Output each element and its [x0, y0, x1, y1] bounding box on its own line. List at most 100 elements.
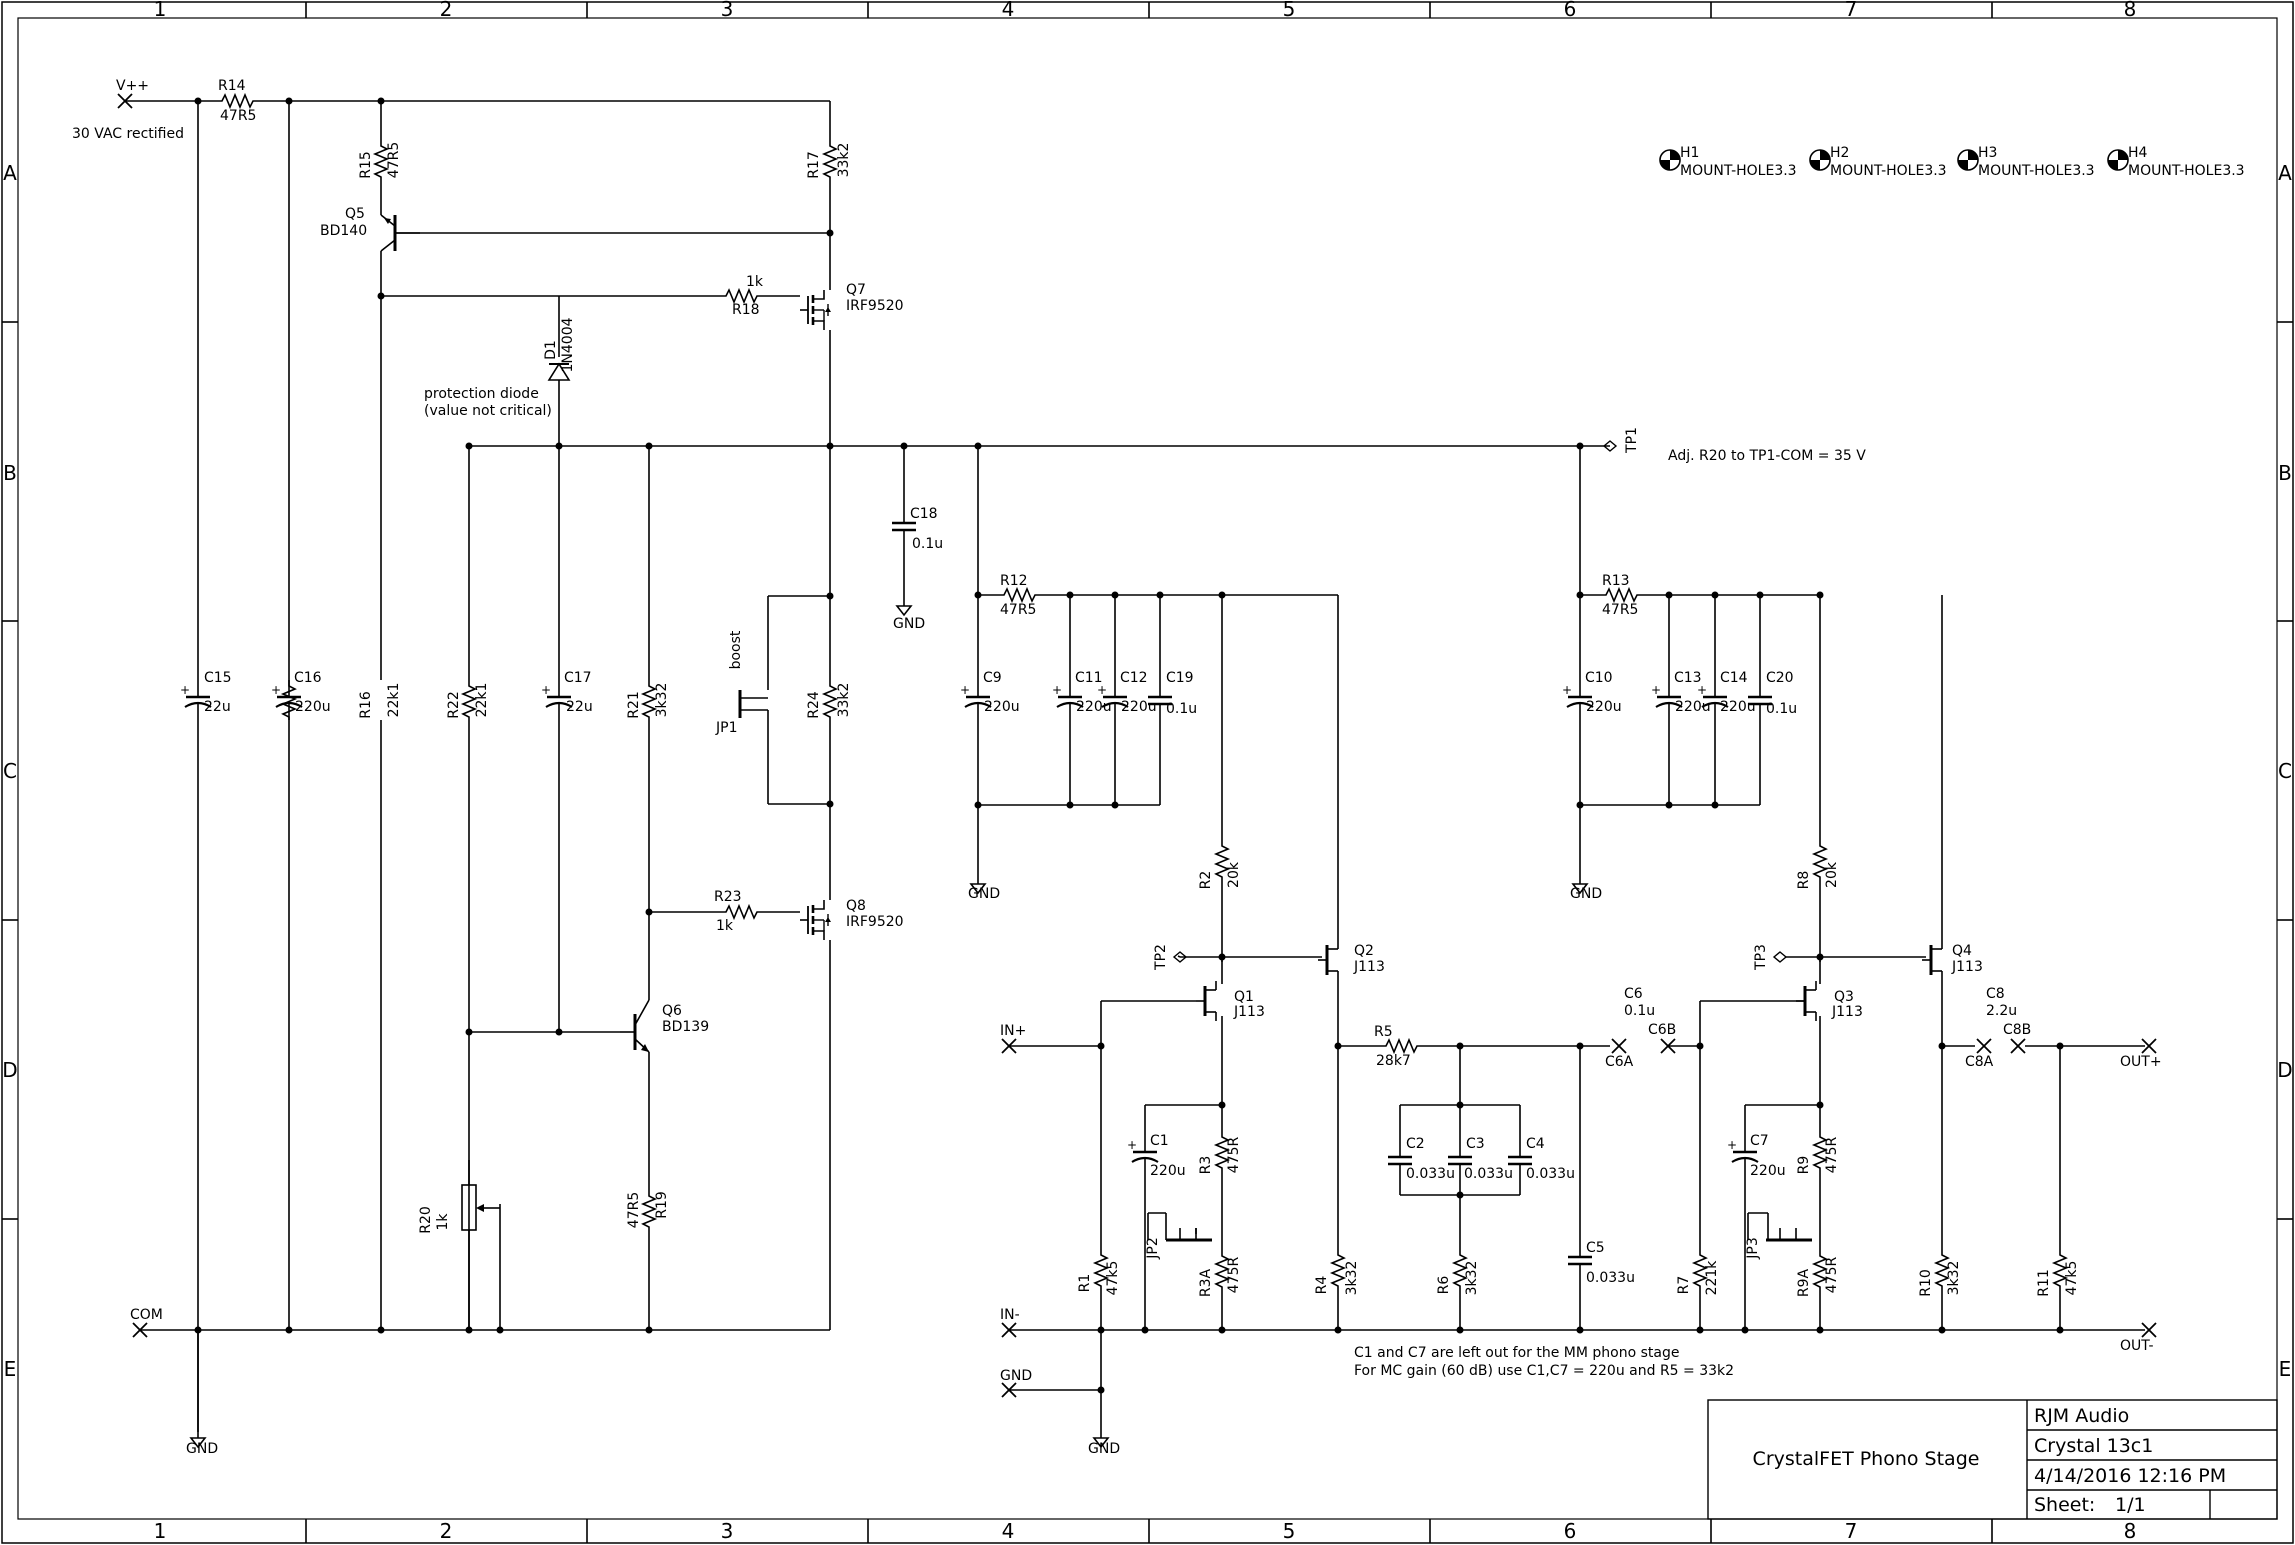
component-label: 1k: [716, 918, 734, 934]
component-label: R1: [1077, 1274, 1093, 1293]
component-label: R16: [358, 691, 374, 719]
port-label: C6B: [1648, 1022, 1676, 1038]
port-label: IN-: [1000, 1307, 1020, 1323]
potentiometer-r20: [461, 1184, 489, 1330]
component-label: J113: [1353, 959, 1385, 975]
mount-hole-name: H4: [2128, 145, 2148, 161]
component-label: 20k: [1226, 861, 1242, 888]
component-label: 0.1u: [1624, 1003, 1655, 1019]
component-label: C20: [1766, 670, 1794, 686]
component-label: R23: [714, 889, 742, 905]
row-label: E: [4, 1357, 17, 1381]
component-label: 22k1: [474, 683, 490, 718]
component-label: 47k5: [2064, 1261, 2080, 1296]
transistors: [380, 214, 1944, 1053]
port-label: GND: [1088, 1441, 1120, 1457]
col-label: 8: [2124, 1519, 2137, 1543]
component-label: JP2: [1145, 1237, 1161, 1259]
component-label: Q8: [846, 898, 866, 914]
component-label: 220u: [1750, 1163, 1786, 1179]
component-label: Q7: [846, 282, 866, 298]
component-label: C1: [1150, 1133, 1169, 1149]
component-label: JP3: [1745, 1237, 1761, 1259]
component-label: C2: [1406, 1136, 1425, 1152]
col-label: 4: [1002, 0, 1015, 21]
component-label: R21: [626, 691, 642, 719]
component-label: 3k32: [1464, 1261, 1480, 1296]
component-label: R24: [806, 691, 822, 719]
component-label: 220u: [1720, 699, 1756, 715]
component-label: 220u: [295, 699, 331, 715]
port-label: V++: [116, 78, 149, 94]
component-label: 20k: [1824, 861, 1840, 888]
component-label: C6: [1624, 986, 1643, 1002]
component-label: C3: [1466, 1136, 1485, 1152]
row-label: A: [3, 161, 17, 185]
component-label: 3k32: [1946, 1261, 1962, 1296]
mount-hole-value: MOUNT-HOLE3.3: [2128, 163, 2245, 179]
mount-holes: H1 MOUNT-HOLE3.3 H2 MOUNT-HOLE3.3 H3 MOU…: [1659, 145, 2245, 179]
component-label: J113: [1233, 1004, 1265, 1020]
col-label: 3: [721, 1519, 734, 1543]
port-label: GND: [1570, 886, 1602, 902]
component-label: Q6: [662, 1003, 682, 1019]
component-label: R22: [446, 691, 462, 719]
col-label: 4: [1002, 1519, 1015, 1543]
component-label: Q1: [1234, 989, 1254, 1005]
col-label: 6: [1564, 1519, 1577, 1543]
component-label: 0.1u: [1166, 701, 1197, 717]
component-label: 3k32: [1344, 1261, 1360, 1296]
component-label: C7: [1750, 1133, 1769, 1149]
boost-label: boost: [728, 630, 744, 669]
component-label: R3A: [1198, 1268, 1214, 1297]
component-label: 47R5: [626, 1192, 642, 1228]
component-label: R10: [1918, 1269, 1934, 1297]
row-label: B: [3, 461, 17, 485]
component-label: J113: [1951, 959, 1983, 975]
component-label: 475R: [1824, 1257, 1840, 1294]
component-label: R13: [1602, 573, 1630, 589]
component-label: 3k32: [654, 683, 670, 718]
adjust-note: Adj. R20 to TP1-COM = 35 V: [1668, 448, 1866, 464]
component-label: 220u: [1675, 699, 1711, 715]
col-label: 2: [440, 1519, 453, 1543]
component-label: 28k7: [1376, 1053, 1411, 1069]
component-label: C9: [983, 670, 1002, 686]
component-label: R12: [1000, 573, 1028, 589]
component-label: R8: [1796, 871, 1812, 890]
component-label: R17: [806, 151, 822, 179]
component-label: C4: [1526, 1136, 1545, 1152]
component-label: 47R5: [386, 142, 402, 178]
component-label: BD139: [662, 1019, 709, 1035]
row-label: C: [3, 759, 17, 783]
component-label: R15: [358, 151, 374, 179]
component-label: 33k2: [836, 143, 852, 178]
jumpers: [738, 690, 1812, 1242]
row-label: A: [2278, 161, 2292, 185]
row-label: D: [2, 1058, 17, 1082]
component-label: 1k: [435, 1213, 451, 1231]
component-label: C10: [1585, 670, 1613, 686]
component-label: 220u: [984, 699, 1020, 715]
component-label: 47R5: [1602, 602, 1638, 618]
component-label: 22k1: [386, 683, 402, 718]
company-name: RJM Audio: [2034, 1405, 2129, 1427]
component-label: 1k: [746, 274, 764, 290]
col-label: 7: [1845, 1519, 1858, 1543]
col-label: 5: [1283, 0, 1296, 21]
component-label: R2: [1198, 871, 1214, 890]
component-label: R7: [1676, 1276, 1692, 1295]
component-label: 221k: [1704, 1260, 1720, 1296]
component-label: JP1: [715, 720, 737, 736]
component-label: C5: [1586, 1240, 1605, 1256]
row-label: E: [2279, 1357, 2292, 1381]
component-label: J113: [1831, 1004, 1863, 1020]
port-label: C6A: [1605, 1054, 1634, 1070]
col-label: 5: [1283, 1519, 1296, 1543]
component-label: 0.033u: [1406, 1166, 1455, 1182]
component-label: C13: [1674, 670, 1702, 686]
labels: V++ 30 VAC rectified COM IN+ IN- GND OUT…: [72, 78, 2162, 1457]
component-label: 22u: [204, 699, 231, 715]
component-label: 0.1u: [1766, 701, 1797, 717]
component-label: 47R5: [220, 108, 256, 124]
